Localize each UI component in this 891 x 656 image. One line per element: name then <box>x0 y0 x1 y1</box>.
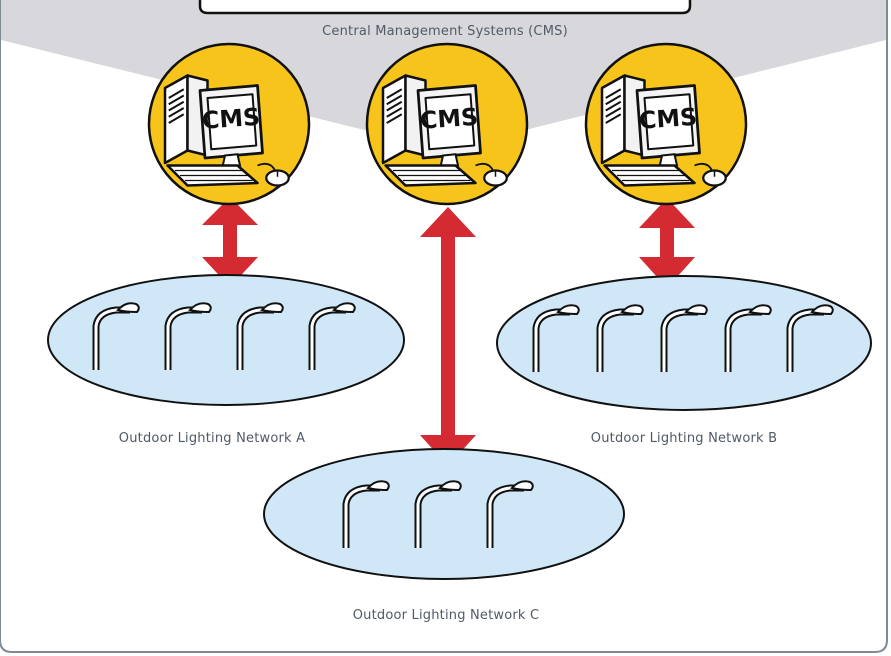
cms-screen-label: CMS <box>201 103 261 135</box>
header-caption: Central Management Systems (CMS) <box>322 24 568 39</box>
network-c-label: Outdoor Lighting Network C <box>353 608 540 623</box>
cms-screen-label: CMS <box>638 103 698 135</box>
network-a <box>47 274 405 406</box>
network-c <box>263 448 625 580</box>
cms-node-3: CMS <box>584 42 748 206</box>
cms-node-1: CMS <box>147 42 311 206</box>
cms-node-2: CMS <box>365 42 529 206</box>
arrow-cms-a <box>202 197 258 287</box>
desktop-computer-icon: CMS <box>163 74 291 187</box>
desktop-computer-icon: CMS <box>381 74 509 187</box>
network-b-label: Outdoor Lighting Network B <box>591 431 777 446</box>
header-box <box>198 0 692 15</box>
arrow-cms-b <box>639 198 695 288</box>
desktop-computer-icon: CMS <box>600 74 728 187</box>
cms-screen-label: CMS <box>419 103 479 135</box>
network-b <box>496 275 872 411</box>
network-a-label: Outdoor Lighting Network A <box>119 431 305 446</box>
